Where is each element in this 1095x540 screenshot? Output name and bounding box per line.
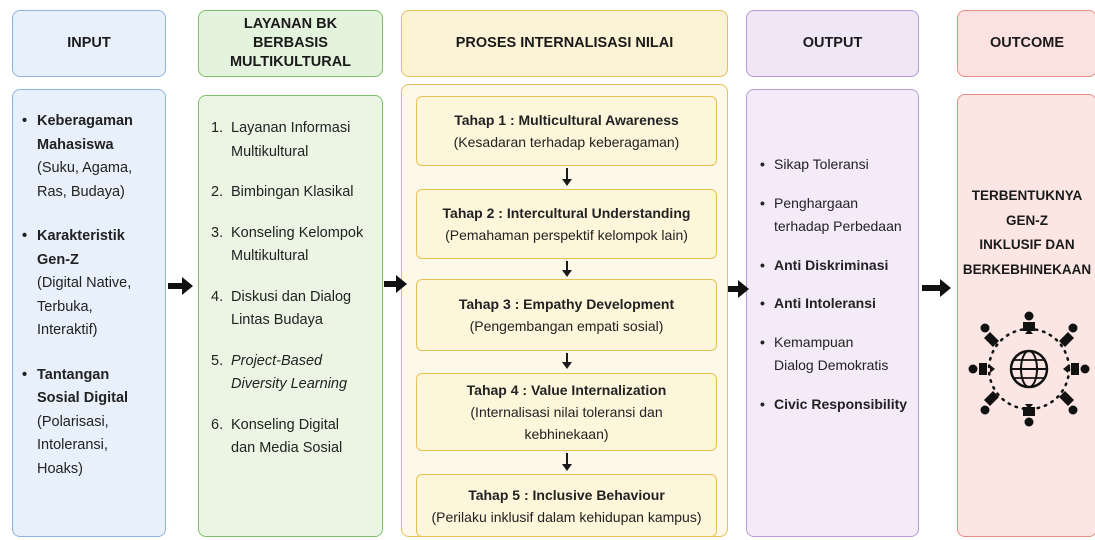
input-item-detail: Intoleransi, [37, 437, 108, 453]
layanan-item: 6. Konseling Digital dan Media Sosial [211, 414, 381, 461]
input-item: Karakteristik Gen-Z (Digital Native, Ter… [22, 225, 162, 343]
input-item-title: Karakteristik [37, 228, 125, 244]
layanan-item-number: 1. [211, 120, 224, 136]
input-item-detail: Hoaks) [37, 460, 83, 477]
proses-header: PROSES INTERNALISASI NILAI [401, 10, 728, 77]
layanan-panel [198, 95, 383, 537]
output-item-label: Penghargaan [774, 194, 859, 211]
input-header: INPUT [12, 10, 166, 77]
input-item-detail: (Digital Native, [37, 275, 132, 291]
layanan-item-number: 5. [211, 352, 224, 369]
process-step-3: Tahap 3 : Empathy Development (Pengemban… [416, 279, 717, 351]
layanan-item-label: Multikultural [231, 248, 309, 264]
input-item-detail: Ras, Budaya) [37, 183, 125, 200]
input-item-detail: Terbuka, [37, 298, 93, 315]
process-step-5: Tahap 5 : Inclusive Behaviour (Perilaku … [416, 474, 717, 537]
right-arrow-icon [384, 275, 407, 293]
layanan-item-label: Layanan Informasi [231, 120, 351, 136]
step-title: Tahap 3 : Empathy Development [458, 296, 675, 312]
output-item-label: Civic Responsibility [774, 395, 908, 412]
input-item-title: Sosial Digital [37, 390, 129, 406]
layanan-item-label: Konseling Kelompok [231, 224, 364, 241]
layanan-header: LAYANAN BK BERBASIS MULTIKULTURAL [198, 10, 383, 77]
outcome-header: OUTCOME [957, 10, 1095, 77]
layanan-item-label: dan Media Sosial [231, 440, 343, 456]
step-title: Tahap 4 : Value Internalization [466, 382, 667, 398]
outcome-line: TERBENTUKNYA [971, 188, 1083, 203]
outcome-statement: TERBENTUKNYA GEN-Z INKLUSIF DAN BERKEBHI… [957, 184, 1095, 282]
output-item-label: Dialog Demokratis [774, 357, 889, 373]
outcome-line: INKLUSIF DAN [979, 237, 1075, 252]
process-step-1: Tahap 1 : Multicultural Awareness (Kesad… [416, 96, 717, 166]
step-description: (Pemahaman perspektif kelompok lain) [445, 227, 688, 243]
output-item-label: Kemampuan [774, 333, 854, 350]
input-item-title: Mahasiswa [37, 136, 114, 153]
layanan-item-number: 4. [211, 288, 224, 305]
step-description: kebhinekaan) [524, 426, 609, 442]
input-item-detail: (Polarisasi, [37, 413, 109, 430]
step-title: Tahap 5 : Inclusive Behaviour [468, 486, 665, 503]
step-description: (Pengembangan empati sosial) [469, 318, 664, 334]
outcome-line: GEN-Z [1006, 212, 1048, 228]
layanan-item-number: 6. [211, 416, 224, 433]
input-item-title: Gen-Z [37, 251, 79, 268]
down-arrow-icon [562, 453, 572, 471]
output-item-label: terhadap Perbedaan [774, 218, 902, 234]
step-title: Tahap 2 : Intercultural Understanding [442, 205, 691, 221]
layanan-item-number: 2. [211, 184, 224, 200]
output-list: Sikap Toleransi Penghargaan terhadap Perb… [760, 153, 918, 431]
output-item: Anti Intoleransi [760, 292, 918, 316]
right-arrow-icon [168, 277, 193, 295]
input-item-detail: (Suku, Agama, [37, 160, 133, 176]
process-step-2: Tahap 2 : Intercultural Understanding (P… [416, 189, 717, 259]
output-header: OUTPUT [746, 10, 919, 77]
layanan-item-label: Lintas Budaya [231, 312, 323, 328]
layanan-item-label: Diversity Learning [231, 376, 348, 392]
layanan-item-label: Konseling Digital [231, 416, 340, 433]
output-item: Penghargaan terhadap Perbedaan [760, 192, 918, 239]
output-item-label: Sikap Toleransi [774, 156, 869, 172]
layanan-item-label: Diskusi dan Dialog [231, 288, 352, 305]
outcome-line: BERKEBHINEKAAN [962, 261, 1092, 277]
layanan-item-label: Multikultural [231, 143, 309, 160]
down-arrow-icon [562, 168, 572, 186]
layanan-item-label: Project-Based [231, 352, 323, 369]
down-arrow-icon [562, 353, 572, 369]
process-step-4: Tahap 4 : Value Internalization (Interna… [416, 373, 717, 451]
right-arrow-icon [922, 279, 951, 297]
layanan-item-label: Bimbingan Klasikal [231, 184, 354, 200]
layanan-item: 2. Bimbingan Klasikal [211, 181, 381, 205]
step-description: (Perilaku inklusif dalam kehidupan kampu… [431, 508, 702, 525]
step-description: (Kesadaran terhadap keberagaman) [453, 134, 680, 150]
output-item-label: Anti Diskriminasi [774, 256, 889, 273]
input-item-detail: Interaktif) [37, 322, 98, 338]
step-description: (Internalisasi nilai toleransi dan [470, 404, 663, 420]
input-item: Keberagaman Mahasiswa (Suku, Agama, Ras,… [22, 110, 162, 204]
down-arrow-icon [562, 261, 572, 277]
input-item-title: Tantangan [37, 366, 110, 383]
step-title: Tahap 1 : Multicultural Awareness [454, 112, 679, 128]
input-item: Tantangan Sosial Digital (Polarisasi, In… [22, 364, 162, 482]
input-item-title: Keberagaman [37, 113, 133, 129]
community-globe-icon [968, 311, 1090, 427]
output-item: Civic Responsibility [760, 393, 918, 417]
output-item: Anti Diskriminasi [760, 254, 918, 278]
input-list: Keberagaman Mahasiswa (Suku, Agama, Ras,… [22, 110, 162, 502]
layanan-item-number: 3. [211, 224, 224, 241]
output-item: Sikap Toleransi [760, 153, 918, 177]
output-item-label: Anti Intoleransi [774, 295, 876, 311]
right-arrow-icon [728, 280, 749, 298]
